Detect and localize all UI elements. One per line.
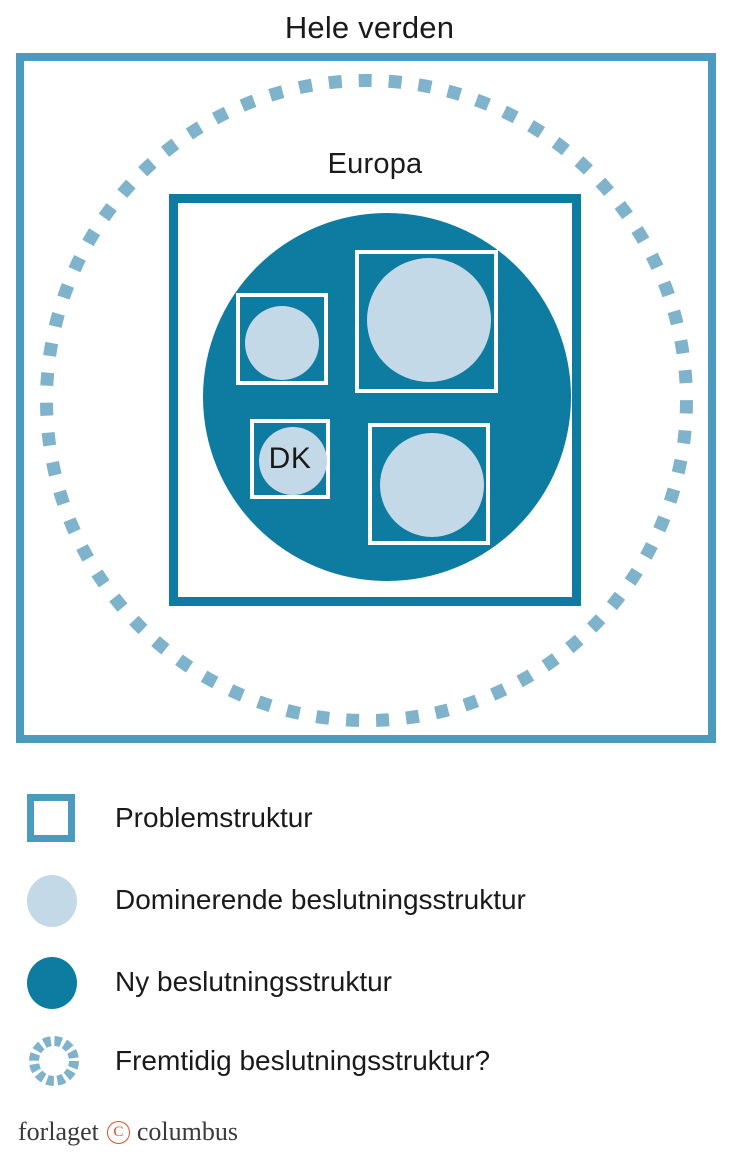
problem-structure-box-denmark: DK [250, 419, 330, 499]
dominant-structure-circle-bottom-right [380, 433, 484, 537]
europa-title-label: Europa [327, 148, 423, 180]
problem-structure-box-top-right [355, 250, 498, 393]
legend-item-problemstruktur: Problemstruktur [0, 786, 739, 850]
diagram-stage: Hele verden Europa DK [16, 10, 716, 743]
legend-marker-wrapper [27, 791, 81, 845]
legend-marker-wrapper [27, 873, 81, 927]
legend-item-dominerende: Dominerende beslutningsstruktur [0, 868, 739, 932]
legend-item-ny: Ny beslutningsstruktur [0, 950, 739, 1014]
dominant-structure-circle-top-left [245, 306, 319, 380]
world-title-label: Hele verden [284, 10, 455, 45]
legend-marker-wrapper [27, 1034, 81, 1088]
dotted-circle-icon [29, 1036, 79, 1086]
legend-label-fremtidig: Fremtidig beslutningsstruktur? [115, 1045, 491, 1076]
legend-label-dominerende: Dominerende beslutningsstruktur [115, 884, 526, 915]
light-blue-circle-icon [27, 875, 77, 927]
future-structure-dotted-circle [40, 74, 693, 727]
problem-structure-box-top-left [236, 293, 328, 385]
legend-label-ny: Ny beslutningsstruktur [115, 966, 393, 997]
dominant-structure-circle-denmark [259, 427, 327, 495]
square-outline-icon [27, 794, 75, 842]
copyright-c-icon: C [106, 1120, 130, 1144]
dark-blue-circle-icon [27, 957, 77, 1009]
dominant-structure-circle-top-right [367, 258, 491, 382]
legend-item-fremtidig: Fremtidig beslutningsstruktur? [0, 1029, 739, 1093]
dk-label: DK [268, 442, 312, 475]
legend-label-problemstruktur: Problemstruktur [115, 802, 313, 833]
logo-word-forlaget: forlaget [18, 1117, 99, 1146]
problem-structure-box-bottom-right [368, 423, 490, 545]
legend-marker-wrapper [27, 955, 81, 1009]
logo-word-columbus: columbus [136, 1117, 238, 1146]
publisher-logo: forlaget C columbus [18, 1117, 238, 1147]
